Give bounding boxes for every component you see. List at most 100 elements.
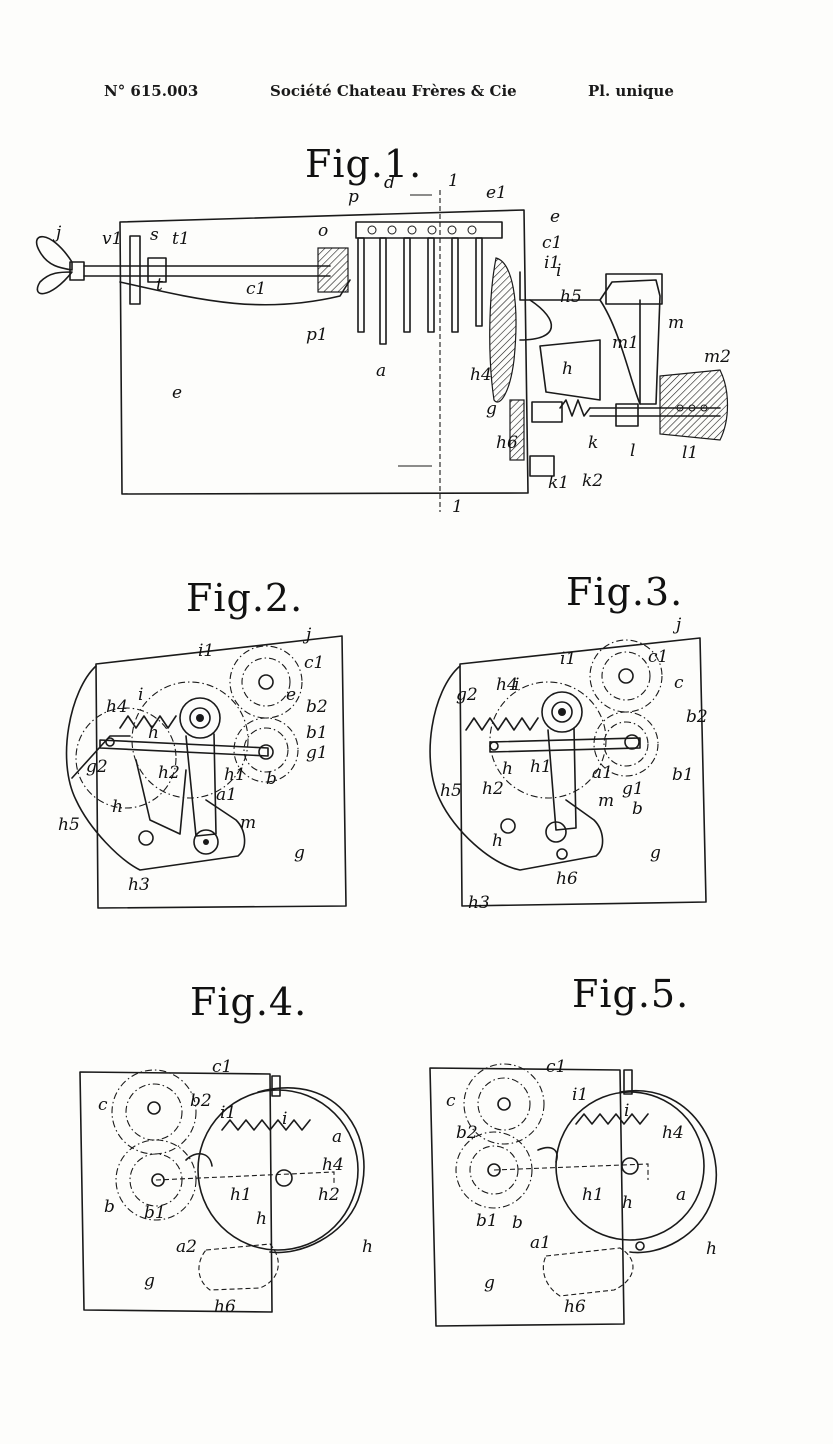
fig1-label-s: s <box>150 225 159 245</box>
fig4-label-i: i <box>282 1109 287 1129</box>
fig2-label-h2: h2 <box>158 763 180 783</box>
fig1-label-t1: t1 <box>172 229 190 249</box>
fig3-label-h5: h5 <box>440 781 462 801</box>
fig2-label-c1: c1 <box>304 653 324 673</box>
fig4-label-a2: a2 <box>176 1237 197 1257</box>
fig5-label-i1: i1 <box>572 1085 588 1105</box>
fig2-label-b: b <box>266 769 277 789</box>
fig3-label-c: c <box>674 673 684 693</box>
fig1-label-p: p <box>348 187 359 207</box>
fig5-label-h1: h1 <box>582 1185 604 1205</box>
fig3-label-h6: h6 <box>556 869 578 889</box>
fig4-label-g: g <box>144 1271 155 1291</box>
fig5-title: Fig.5. <box>572 972 690 1016</box>
fig1-label-d: d <box>384 173 395 193</box>
fig2-label-i: i <box>138 685 143 705</box>
fig4-label-i1: i1 <box>220 1103 236 1123</box>
fig3-title: Fig.3. <box>566 570 684 614</box>
fig3-label-h4: h4 <box>496 675 518 695</box>
fig2-label-h4: h4 <box>106 697 128 717</box>
fig2-label-a1: a1 <box>216 785 237 805</box>
fig1-label-h: h <box>562 359 573 379</box>
patent-number: N° 615.003 <box>104 82 199 100</box>
fig3-label-i: i <box>514 675 519 695</box>
fig2-label-g2: g2 <box>86 757 108 777</box>
fig2-label-h1: h1 <box>224 765 246 785</box>
fig2-label-h-top: h <box>148 723 159 743</box>
fig1-label-t: t <box>156 275 163 295</box>
fig4-label-b: b <box>104 1197 115 1217</box>
fig3-label-g2: g2 <box>456 685 478 705</box>
fig4-label-h2: h2 <box>318 1185 340 1205</box>
fig2-label-g1: g1 <box>306 743 328 763</box>
fig1-label-1-bottom: 1 <box>452 497 463 517</box>
fig4-label-c1: c1 <box>212 1057 232 1077</box>
fig3-label-h: h <box>492 831 503 851</box>
fig5-label-h6: h6 <box>564 1297 586 1317</box>
fig2-label-m: m <box>240 813 256 833</box>
fig5-label-g: g <box>484 1273 495 1293</box>
fig5-label-a1: a1 <box>530 1233 551 1253</box>
fig3-label-c1: c1 <box>648 647 668 667</box>
fig3-label-g1: g1 <box>622 779 644 799</box>
fig5-label-b1: b1 <box>476 1211 498 1231</box>
fig1-label-h5: h5 <box>560 287 582 307</box>
fig4-label-h6: h6 <box>214 1297 236 1317</box>
fig3-label-h3: h3 <box>468 893 490 913</box>
fig5-label-c: c <box>446 1091 456 1111</box>
fig2-label-h: h <box>112 797 123 817</box>
fig4-label-a: a <box>332 1127 342 1147</box>
fig5-label-i: i <box>624 1101 629 1121</box>
fig3-label-a1: a1 <box>592 763 613 783</box>
fig2-label-h3: h3 <box>128 875 150 895</box>
fig1-label-e: e <box>172 383 182 403</box>
fig5-label-c1: c1 <box>546 1057 566 1077</box>
fig5-label-h: h <box>706 1239 717 1259</box>
fig3-label-h-mid: h <box>502 759 513 779</box>
fig1-label-o: o <box>318 221 328 241</box>
fig1-label-l1: l1 <box>682 443 698 463</box>
fig1-label-j: j <box>52 223 62 243</box>
fig5-label-a: a <box>676 1185 686 1205</box>
fig1-label-k2: k2 <box>582 471 603 491</box>
fig3-label-b1: b1 <box>672 765 694 785</box>
fig3-label-j: j <box>672 615 682 635</box>
fig2-label-e: e <box>286 685 296 705</box>
fig4-label-h1: h1 <box>230 1185 252 1205</box>
fig3-label-h1: h1 <box>530 757 552 777</box>
fig4-label-b1: b1 <box>144 1203 166 1223</box>
fig1-label-v1: v1 <box>102 229 122 249</box>
fig3-label-h2: h2 <box>482 779 504 799</box>
fig1-label-g: g <box>486 399 497 419</box>
fig2-label-b1: b1 <box>306 723 328 743</box>
fig2-title: Fig.2. <box>186 576 304 620</box>
fig2-label-b2: b2 <box>306 697 328 717</box>
fig1-label-l: l <box>630 441 635 461</box>
fig1-label-e-top: e <box>550 207 560 227</box>
fig1-label-c1: c1 <box>246 279 266 299</box>
fig1-label-i: i <box>556 261 561 281</box>
fig3-label-i1: i1 <box>560 649 576 669</box>
fig1-label-h6: h6 <box>496 433 518 453</box>
fig2-label-g: g <box>294 843 305 863</box>
fig3-label-b2: b2 <box>686 707 708 727</box>
fig4-label-h4: h4 <box>322 1155 344 1175</box>
company-name: Société Chateau Frères & Cie <box>270 82 517 100</box>
fig3-label-b: b <box>632 799 643 819</box>
fig1-label-e1: e1 <box>486 183 507 203</box>
plate-label: Pl. unique <box>588 82 674 100</box>
fig4-title: Fig.4. <box>190 980 308 1024</box>
fig1-label-a: a <box>376 361 386 381</box>
fig1-label-p1: p1 <box>306 325 328 345</box>
